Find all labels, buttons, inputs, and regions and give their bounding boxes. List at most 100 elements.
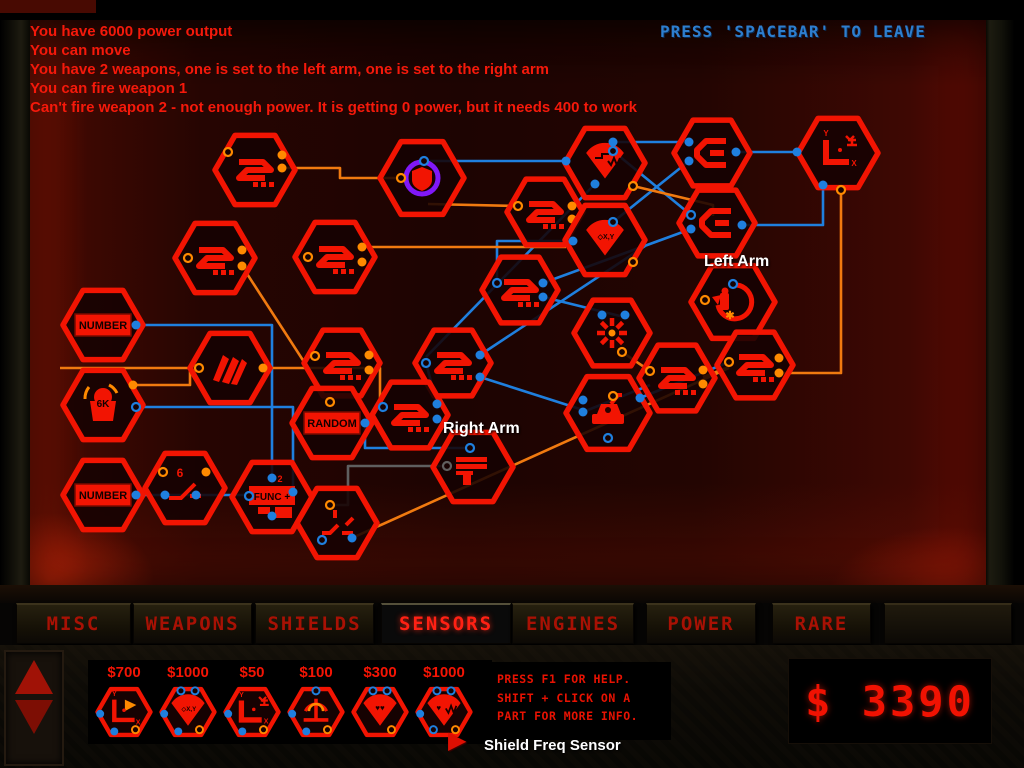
port-o[interactable] bbox=[364, 350, 374, 360]
port-br[interactable] bbox=[377, 401, 389, 413]
port-or[interactable] bbox=[723, 356, 735, 368]
port-b[interactable] bbox=[131, 490, 141, 500]
part-hex-weapon-tank[interactable] bbox=[563, 373, 653, 453]
port-b[interactable] bbox=[635, 393, 645, 403]
port-o[interactable] bbox=[567, 201, 577, 211]
port-br[interactable] bbox=[446, 686, 456, 696]
port-or[interactable] bbox=[627, 180, 639, 192]
port-o[interactable] bbox=[237, 261, 247, 271]
part-hex-shield[interactable] bbox=[377, 138, 467, 218]
shop-item[interactable]: $1000◇X,Y bbox=[156, 662, 220, 744]
port-o[interactable] bbox=[277, 163, 287, 173]
part-hex-switch6[interactable]: 6 bbox=[142, 450, 228, 526]
part-hex-relay-c[interactable] bbox=[676, 187, 758, 259]
port-b[interactable] bbox=[267, 473, 277, 483]
port-br[interactable] bbox=[602, 432, 614, 444]
port-b[interactable] bbox=[288, 709, 297, 718]
port-br[interactable] bbox=[727, 278, 739, 290]
port-b[interactable] bbox=[578, 407, 588, 417]
port-or[interactable] bbox=[386, 725, 396, 735]
port-b[interactable] bbox=[608, 137, 618, 147]
port-br[interactable] bbox=[382, 686, 392, 696]
port-or[interactable] bbox=[157, 466, 169, 478]
port-br[interactable] bbox=[685, 209, 697, 221]
port-b[interactable] bbox=[432, 399, 442, 409]
part-hex-relay-z[interactable] bbox=[172, 220, 258, 296]
shop-item[interactable]: $300♥♥ bbox=[348, 662, 412, 744]
port-b[interactable] bbox=[191, 490, 201, 500]
port-b[interactable] bbox=[568, 236, 578, 246]
scroll-up-button[interactable] bbox=[15, 660, 53, 694]
port-b[interactable] bbox=[160, 709, 169, 718]
part-hex-sensor-lrobot[interactable]: YX bbox=[795, 115, 881, 191]
port-or[interactable] bbox=[607, 390, 619, 402]
port-b[interactable] bbox=[110, 727, 119, 736]
port-br[interactable] bbox=[190, 686, 200, 696]
port-or[interactable] bbox=[450, 725, 460, 735]
port-o[interactable] bbox=[277, 150, 287, 160]
port-br[interactable] bbox=[607, 145, 619, 157]
port-o[interactable] bbox=[128, 380, 138, 390]
port-b[interactable] bbox=[538, 278, 548, 288]
port-br[interactable] bbox=[607, 216, 619, 228]
shop-item[interactable]: $1000♥ bbox=[412, 662, 476, 744]
port-or[interactable] bbox=[644, 365, 656, 377]
tab-power[interactable]: POWER bbox=[646, 603, 756, 644]
part-hex-textbox[interactable]: NUMBER bbox=[60, 457, 146, 533]
tab-weapons[interactable]: WEAPONS bbox=[133, 603, 252, 644]
port-b[interactable] bbox=[475, 372, 485, 382]
port-b[interactable] bbox=[131, 320, 141, 330]
port-o[interactable] bbox=[237, 245, 247, 255]
port-b[interactable] bbox=[818, 180, 828, 190]
port-or[interactable] bbox=[182, 252, 194, 264]
port-b[interactable] bbox=[96, 709, 105, 718]
port-b[interactable] bbox=[288, 487, 298, 497]
port-b[interactable] bbox=[684, 156, 694, 166]
port-o[interactable] bbox=[201, 467, 211, 477]
part-hex-relay-z[interactable] bbox=[412, 327, 494, 399]
port-b[interactable] bbox=[578, 395, 588, 405]
part-hex-textbox[interactable]: NUMBER bbox=[60, 287, 146, 363]
port-o[interactable] bbox=[774, 368, 784, 378]
port-or[interactable] bbox=[512, 200, 524, 212]
part-hex-gen6k[interactable]: 6K bbox=[60, 367, 146, 443]
port-or[interactable] bbox=[324, 396, 336, 408]
port-b[interactable] bbox=[538, 292, 548, 302]
port-br[interactable] bbox=[418, 155, 430, 167]
port-o[interactable] bbox=[698, 365, 708, 375]
port-or[interactable] bbox=[302, 251, 314, 263]
port-or[interactable] bbox=[194, 725, 204, 735]
port-b[interactable] bbox=[731, 147, 741, 157]
port-br[interactable] bbox=[368, 686, 378, 696]
port-b[interactable] bbox=[160, 490, 170, 500]
shop-item[interactable]: $100 bbox=[284, 662, 348, 744]
port-br[interactable] bbox=[464, 442, 476, 454]
port-b[interactable] bbox=[684, 137, 694, 147]
port-br[interactable] bbox=[420, 357, 432, 369]
port-o[interactable] bbox=[364, 365, 374, 375]
port-o[interactable] bbox=[258, 363, 268, 373]
port-o[interactable] bbox=[774, 353, 784, 363]
port-o[interactable] bbox=[357, 242, 367, 252]
port-br[interactable] bbox=[176, 686, 186, 696]
port-or[interactable] bbox=[309, 350, 321, 362]
scroll-down-button[interactable] bbox=[15, 700, 53, 734]
tab-sensors[interactable]: SENSORS bbox=[381, 603, 511, 644]
part-hex-sensor-xy[interactable]: ◇X,Y bbox=[562, 202, 648, 278]
port-b[interactable] bbox=[792, 147, 802, 157]
part-hex-func[interactable]: FUNC +21 bbox=[229, 459, 315, 535]
port-b[interactable] bbox=[597, 310, 607, 320]
part-hex-relay-z[interactable] bbox=[504, 176, 586, 248]
port-b[interactable] bbox=[347, 533, 357, 543]
port-or[interactable] bbox=[322, 725, 332, 735]
part-hex-gun[interactable] bbox=[430, 429, 516, 505]
part-hex-splitter[interactable] bbox=[294, 485, 380, 561]
port-br[interactable] bbox=[432, 686, 442, 696]
port-b[interactable] bbox=[737, 220, 747, 230]
part-hex-relay-c[interactable] bbox=[671, 117, 753, 189]
part-hex-relay-z[interactable] bbox=[636, 342, 718, 414]
port-br[interactable] bbox=[311, 686, 321, 696]
part-hex-relay-z[interactable] bbox=[369, 379, 451, 451]
port-or[interactable] bbox=[616, 346, 628, 358]
